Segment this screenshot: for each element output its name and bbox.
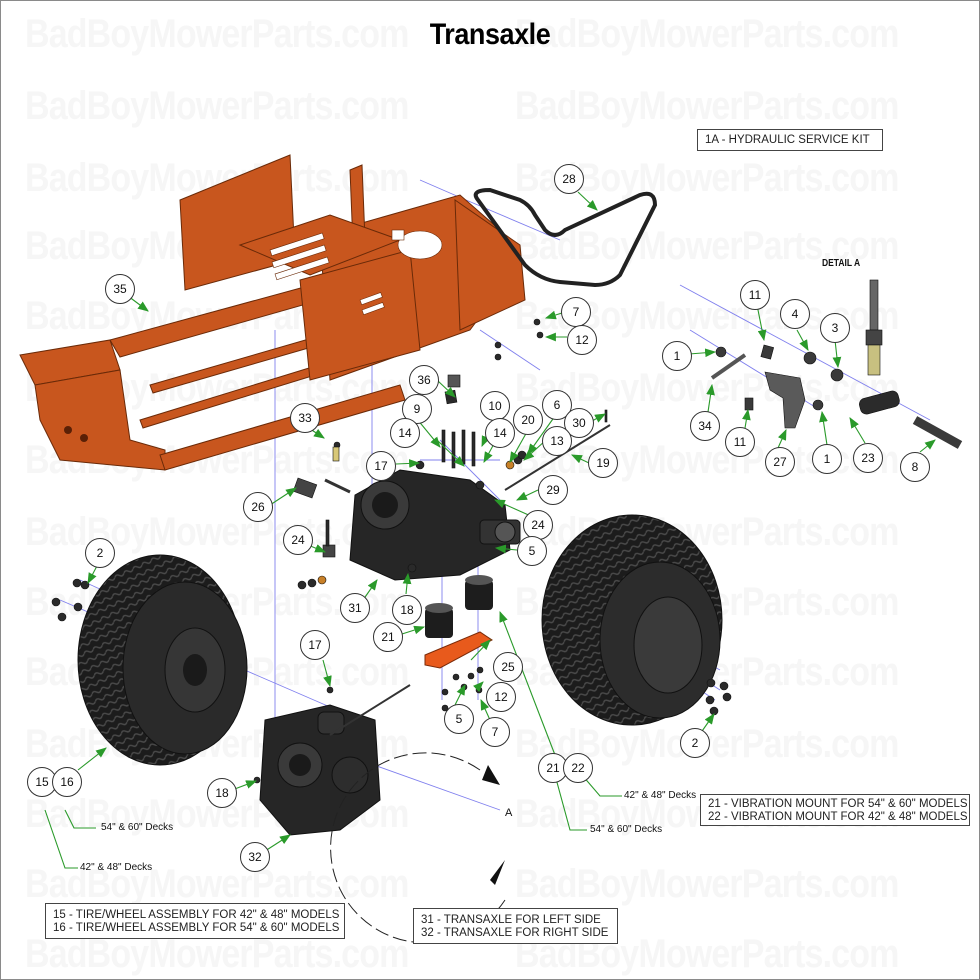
callout-24[interactable]: 24 bbox=[523, 510, 553, 540]
deck-label-tire-42-48: 42" & 48" Decks bbox=[80, 862, 153, 873]
callout-18[interactable]: 18 bbox=[392, 595, 422, 625]
callout-31[interactable]: 31 bbox=[340, 593, 370, 623]
tire-left-part-15-16 bbox=[77, 554, 248, 766]
callout-17[interactable]: 17 bbox=[300, 630, 330, 660]
callout-4[interactable]: 4 bbox=[780, 299, 810, 329]
watermark: BadBoyMowerParts.com bbox=[515, 224, 899, 268]
belt-part-28 bbox=[473, 187, 658, 288]
callout-1[interactable]: 1 bbox=[662, 341, 692, 371]
callout-19[interactable]: 19 bbox=[588, 448, 618, 478]
detail-a-marker-letter: A bbox=[505, 807, 513, 819]
vibration-mount-legend: 21 - VIBRATION MOUNT FOR 54" & 60" MODEL… bbox=[700, 794, 970, 826]
callout-5[interactable]: 5 bbox=[517, 536, 547, 566]
callout-36[interactable]: 36 bbox=[409, 365, 439, 395]
watermark: BadBoyMowerParts.com bbox=[25, 12, 409, 56]
callout-29[interactable]: 29 bbox=[538, 475, 568, 505]
callout-22[interactable]: 22 bbox=[563, 753, 593, 783]
callout-5[interactable]: 5 bbox=[444, 704, 474, 734]
callout-10[interactable]: 10 bbox=[480, 391, 510, 421]
frame-part-35 bbox=[19, 154, 526, 471]
callout-12[interactable]: 12 bbox=[486, 682, 516, 712]
callout-16[interactable]: 16 bbox=[52, 767, 82, 797]
transaxle-part-31 bbox=[349, 469, 521, 581]
callout-11[interactable]: 11 bbox=[725, 427, 755, 457]
transaxle-part-32 bbox=[259, 684, 411, 836]
callout-14[interactable]: 14 bbox=[390, 418, 420, 448]
vibration-mounts bbox=[425, 575, 493, 638]
callout-14[interactable]: 14 bbox=[485, 418, 515, 448]
callout-7[interactable]: 7 bbox=[480, 717, 510, 747]
tire-wheel-legend: 15 - TIRE/WHEEL ASSEMBLY FOR 42" & 48" M… bbox=[45, 903, 345, 939]
callout-11[interactable]: 11 bbox=[740, 280, 770, 310]
legend-line: 21 - VIBRATION MOUNT FOR 54" & 60" MODEL… bbox=[708, 798, 968, 810]
callout-32[interactable]: 32 bbox=[240, 842, 270, 872]
callout-15[interactable]: 15 bbox=[27, 767, 57, 797]
deck-label-mount-42-48: 42" & 48" Decks bbox=[624, 790, 697, 801]
callout-1[interactable]: 1 bbox=[812, 444, 842, 474]
deck-leader-lines bbox=[44, 774, 622, 869]
callout-18[interactable]: 18 bbox=[207, 778, 237, 808]
detail-a-title: DETAIL A bbox=[822, 258, 861, 269]
legend-line: 31 - TRANSAXLE FOR LEFT SIDE bbox=[421, 914, 601, 926]
callout-21[interactable]: 21 bbox=[373, 622, 403, 652]
legend-line: 15 - TIRE/WHEEL ASSEMBLY FOR 42" & 48" M… bbox=[53, 909, 340, 921]
hydraulic-service-kit-note: 1A - HYDRAULIC SERVICE KIT bbox=[697, 129, 883, 151]
watermark: BadBoyMowerParts.com bbox=[515, 862, 899, 906]
page-title: Transaxle bbox=[429, 18, 551, 51]
tire-right-part-15-16 bbox=[541, 514, 723, 726]
callout-7[interactable]: 7 bbox=[561, 297, 591, 327]
legend-line: 32 - TRANSAXLE FOR RIGHT SIDE bbox=[421, 927, 609, 939]
callout-17[interactable]: 17 bbox=[366, 451, 396, 481]
callout-8[interactable]: 8 bbox=[900, 452, 930, 482]
watermark: BadBoyMowerParts.com bbox=[515, 84, 899, 128]
callout-3[interactable]: 3 bbox=[820, 313, 850, 343]
watermark: BadBoyMowerParts.com bbox=[25, 84, 409, 128]
callout-12[interactable]: 12 bbox=[567, 325, 597, 355]
callout-27[interactable]: 27 bbox=[765, 447, 795, 477]
callout-35[interactable]: 35 bbox=[105, 274, 135, 304]
deck-label-mount-54-60: 54" & 60" Decks bbox=[590, 824, 663, 835]
deck-label-tire-54-60: 54" & 60" Decks bbox=[101, 822, 174, 833]
transaxle-legend: 31 - TRANSAXLE FOR LEFT SIDE 32 - TRANSA… bbox=[413, 908, 618, 944]
mount-plate-part-25 bbox=[424, 631, 493, 669]
callout-2[interactable]: 2 bbox=[680, 728, 710, 758]
callout-33[interactable]: 33 bbox=[290, 403, 320, 433]
legend-line: 22 - VIBRATION MOUNT FOR 42" & 48" MODEL… bbox=[708, 811, 968, 823]
watermark: BadBoyMowerParts.com bbox=[515, 12, 899, 56]
callout-24[interactable]: 24 bbox=[283, 525, 313, 555]
callout-34[interactable]: 34 bbox=[690, 411, 720, 441]
callout-25[interactable]: 25 bbox=[493, 652, 523, 682]
callout-26[interactable]: 26 bbox=[243, 492, 273, 522]
legend-line: 16 - TIRE/WHEEL ASSEMBLY FOR 54" & 60" M… bbox=[53, 922, 340, 934]
kit-note-text: 1A - HYDRAULIC SERVICE KIT bbox=[705, 134, 870, 146]
callout-2[interactable]: 2 bbox=[85, 538, 115, 568]
callout-30[interactable]: 30 bbox=[564, 408, 594, 438]
callout-13[interactable]: 13 bbox=[542, 426, 572, 456]
callout-20[interactable]: 20 bbox=[513, 405, 543, 435]
detail-a-parts bbox=[710, 279, 963, 449]
callout-23[interactable]: 23 bbox=[853, 443, 883, 473]
callout-28[interactable]: 28 bbox=[554, 164, 584, 194]
watermark: BadBoyMowerParts.com bbox=[25, 932, 409, 976]
